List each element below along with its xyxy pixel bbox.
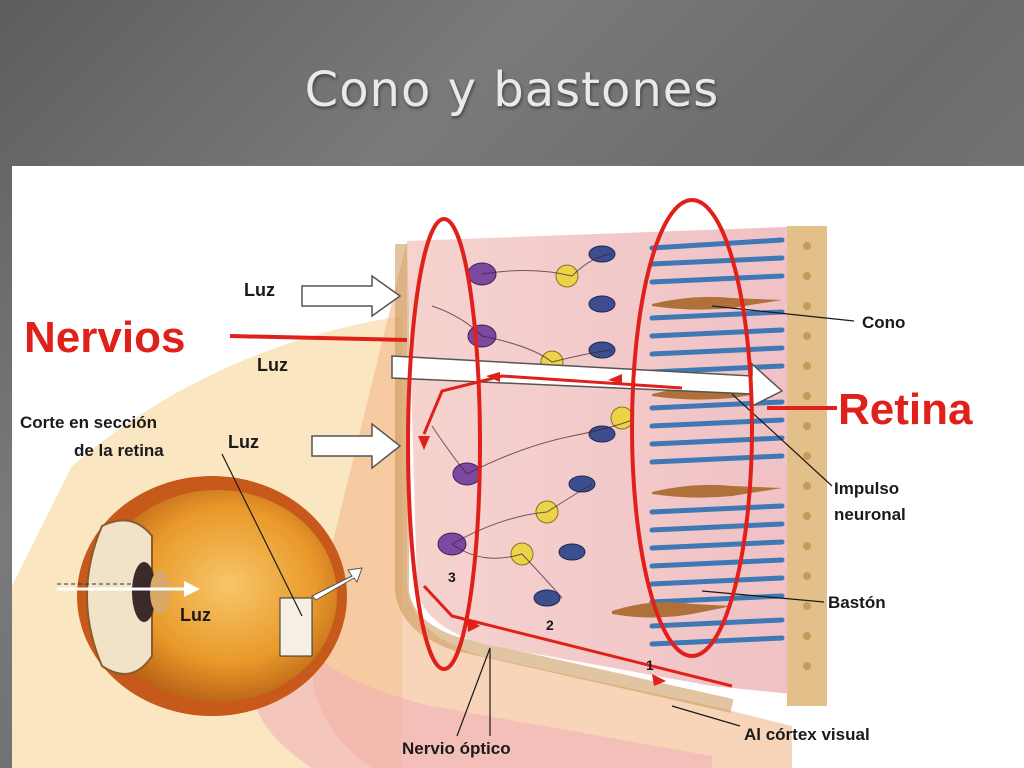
retina-tissue: [407, 226, 812, 696]
optic-nerve-band: [252, 636, 712, 768]
label-impulso-1: Impulso: [834, 479, 899, 498]
neuron-cells: [431, 245, 634, 607]
label-luz-1: Luz: [244, 280, 275, 300]
label-impulso-2: neuronal: [834, 505, 906, 524]
impulse-path-2: [422, 584, 733, 688]
label-cortex: Al córtex visual: [744, 725, 870, 744]
label-retina: Retina: [838, 385, 973, 434]
slide-title: Cono y bastones: [304, 62, 720, 118]
zoom-arrow: [311, 567, 363, 601]
label-layer-2: 2: [546, 617, 554, 633]
light-arrow-3: [311, 422, 402, 470]
eye-illustration: [77, 476, 347, 716]
arrow-right-icon: [184, 581, 200, 597]
light-arrow-1: [301, 274, 402, 318]
label-layer-3: 3: [448, 569, 456, 585]
red-arrowheads: [418, 372, 666, 686]
label-baston: Bastón: [828, 593, 886, 612]
label-luz-3: Luz: [228, 432, 259, 452]
label-nervios: Nervios: [24, 313, 185, 362]
retina-layer-ellipse: [630, 198, 754, 658]
impulse-path-1: [422, 374, 683, 435]
label-cono: Cono: [862, 313, 905, 332]
pigment-cells: [803, 242, 811, 670]
diagram-canvas: Luz Luz Luz Luz Nervios Retina Corte en …: [12, 198, 973, 768]
nervios-pointer: [229, 334, 408, 342]
retina-diagram: Luz Luz Luz Luz Nervios Retina Corte en …: [12, 166, 1024, 768]
label-corte-1: Corte en sección: [20, 413, 157, 432]
leader-lines: [221, 305, 855, 737]
red-annotations: [229, 198, 837, 688]
label-corte-2: de la retina: [74, 441, 164, 460]
label-layer-1: 1: [646, 657, 654, 673]
label-luz-eye: Luz: [180, 605, 211, 625]
label-luz-2: Luz: [257, 355, 288, 375]
nerve-fiber-layer: [395, 244, 734, 713]
nerve-layer-ellipse: [406, 217, 482, 671]
label-nervio-optico: Nervio óptico: [402, 739, 511, 758]
